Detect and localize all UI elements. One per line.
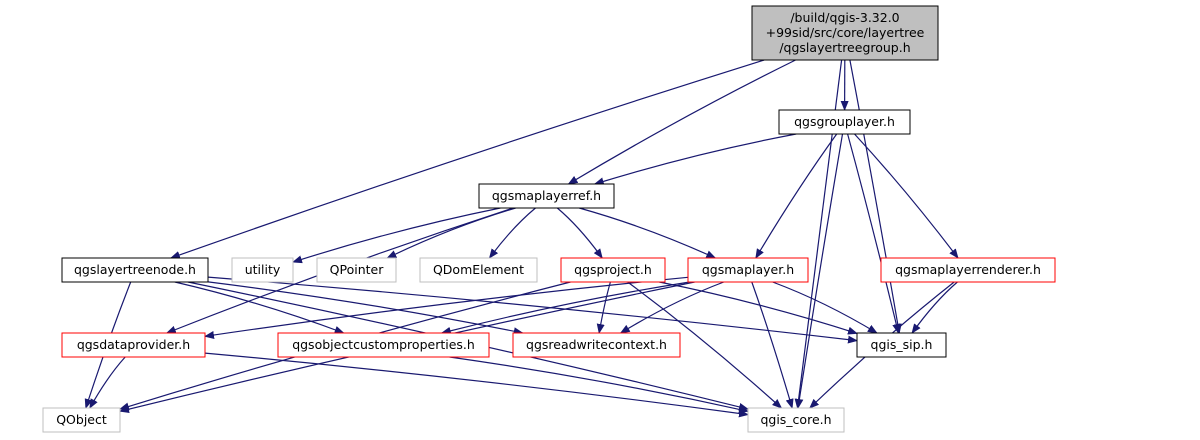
edge-qgsmaplayer-to-qgsreadwritecontext <box>619 281 725 334</box>
edge-qgsmaplayerrenderer-to-qgis_sip <box>911 281 958 334</box>
edge-qgsdataprovider-to-QObject <box>89 356 126 409</box>
node-label-qgis_core-line-0: qgis_core.h <box>760 412 831 427</box>
edge-qgsmaplayerref-to-QPointer <box>386 207 516 259</box>
edge-qgsmaplayer-to-qgis_core <box>751 281 794 409</box>
edge-qgsgrouplayer-to-qgsmaplayer <box>755 133 838 259</box>
node-box-QPointer[interactable] <box>316 257 397 283</box>
node-label-root-line-0: /build/qgis-3.32.0 <box>790 10 899 25</box>
edge-qgslayertreenode-to-qgsreadwritecontext <box>207 281 524 336</box>
node-QDomElement[interactable]: QDomElement <box>419 257 538 283</box>
node-label-utility-line-0: utility <box>245 262 281 277</box>
node-qgsreadwritecontext[interactable]: qgsreadwritecontext.h <box>512 332 681 358</box>
node-label-QDomElement-line-0: QDomElement <box>433 262 524 277</box>
edge-qgsgrouplayer-to-qgsmaplayerrenderer <box>854 133 959 259</box>
edge-qgslayertreenode-to-qgis_sip <box>207 276 858 344</box>
node-QPointer[interactable]: QPointer <box>316 257 397 283</box>
edge-qgsmaplayer-to-qgis_sip <box>772 281 878 334</box>
node-box-root[interactable] <box>751 5 939 61</box>
node-box-qgsmaplayer[interactable] <box>687 257 809 283</box>
node-box-qgslayertreenode[interactable] <box>61 257 209 283</box>
edge-qgsobjectcustomproperties-to-qgis_core <box>449 356 749 414</box>
node-qgsproject[interactable]: qgsproject.h <box>560 257 666 283</box>
node-qgsmaplayer[interactable]: qgsmaplayer.h <box>687 257 809 283</box>
node-qgis_sip[interactable]: qgis_sip.h <box>856 332 947 358</box>
node-label-root-line-2: /qgslayertreegroup.h <box>779 40 910 55</box>
node-label-qgsmaplayerrenderer-line-0: qgsmaplayerrenderer.h <box>895 262 1041 277</box>
node-box-qgsdataprovider[interactable] <box>61 332 206 358</box>
node-box-qgsobjectcustomproperties[interactable] <box>277 332 490 358</box>
node-qgis_core[interactable]: qgis_core.h <box>747 407 845 433</box>
edge-qgsmaplayerref-to-QDomElement <box>488 207 536 259</box>
edge-qgslayertreenode-to-qgsobjectcustomproperties <box>174 281 345 334</box>
node-label-qgsdataprovider-line-0: qgsdataprovider.h <box>77 337 190 352</box>
node-label-QObject-line-0: QObject <box>56 412 107 427</box>
node-box-qgis_core[interactable] <box>747 407 845 433</box>
edge-qgsproject-to-qgis_sip <box>659 281 858 335</box>
node-label-qgsgrouplayer-line-0: qgsgrouplayer.h <box>794 114 895 129</box>
node-QObject[interactable]: QObject <box>42 407 121 433</box>
node-box-qgsmaplayerrenderer[interactable] <box>880 257 1056 283</box>
edge-qgsmaplayer-to-qgsdataprovider <box>204 276 689 339</box>
node-box-qgsproject[interactable] <box>560 257 666 283</box>
node-box-qgsgrouplayer[interactable] <box>778 109 911 135</box>
node-box-QDomElement[interactable] <box>419 257 538 283</box>
edge-root-to-qgslayertreenode <box>169 59 765 259</box>
node-label-qgsobjectcustomproperties-line-0: qgsobjectcustomproperties.h <box>292 337 475 352</box>
edge-qgsproject-to-qgsreadwritecontext <box>596 281 611 334</box>
node-qgsobjectcustomproperties[interactable]: qgsobjectcustomproperties.h <box>277 332 490 358</box>
node-label-qgsmaplayer-line-0: qgsmaplayer.h <box>702 262 794 277</box>
edge-qgsgrouplayer-to-qgis_core <box>795 133 844 409</box>
node-qgsdataprovider[interactable]: qgsdataprovider.h <box>61 332 206 358</box>
edge-qgsmaplayerref-to-qgsproject <box>556 207 603 259</box>
edge-qgsmaplayerref-to-utility <box>292 207 501 264</box>
node-box-qgsreadwritecontext[interactable] <box>512 332 681 358</box>
edge-qgsmaplayerref-to-qgsmaplayer <box>579 207 717 259</box>
nodes-layer: /build/qgis-3.32.0+99sid/src/core/layert… <box>42 5 1056 433</box>
node-box-utility[interactable] <box>231 257 294 283</box>
node-qgsmaplayerrenderer[interactable]: qgsmaplayerrenderer.h <box>880 257 1056 283</box>
node-label-QPointer-line-0: QPointer <box>330 262 385 277</box>
node-utility[interactable]: utility <box>231 257 294 283</box>
node-label-qgslayertreenode-line-0: qgslayertreenode.h <box>74 262 196 277</box>
node-label-qgsproject-line-0: qgsproject.h <box>574 262 652 277</box>
node-box-qgis_sip[interactable] <box>856 332 947 358</box>
edge-root-to-qgsmaplayerref <box>567 59 796 185</box>
node-label-root-line-1: +99sid/src/core/layertree <box>766 25 925 40</box>
edge-qgsmaplayer-to-qgsobjectcustomproperties <box>440 281 690 335</box>
node-label-qgis_sip-line-0: qgis_sip.h <box>871 337 933 352</box>
edge-qgsdataprovider-to-qgis_core <box>204 352 749 418</box>
node-label-qgsmaplayerref-line-0: qgsmaplayerref.h <box>492 188 601 203</box>
edge-qgsproject-to-qgis_core <box>627 281 783 409</box>
node-root[interactable]: /build/qgis-3.32.0+99sid/src/core/layert… <box>751 5 939 61</box>
edge-root-to-qgis_core <box>794 59 843 409</box>
node-qgsgrouplayer[interactable]: qgsgrouplayer.h <box>778 109 911 135</box>
node-box-qgsmaplayerref[interactable] <box>478 183 615 209</box>
edge-root-to-qgis_sip <box>849 59 902 334</box>
node-qgslayertreenode[interactable]: qgslayertreenode.h <box>61 257 209 283</box>
edge-qgsgrouplayer-to-qgsmaplayerref <box>593 133 797 186</box>
edge-qgsgrouplayer-to-qgis_sip <box>847 133 901 334</box>
node-label-qgsreadwritecontext-line-0: qgsreadwritecontext.h <box>526 337 667 352</box>
node-box-QObject[interactable] <box>42 407 121 433</box>
node-qgsmaplayerref[interactable]: qgsmaplayerref.h <box>478 183 615 209</box>
